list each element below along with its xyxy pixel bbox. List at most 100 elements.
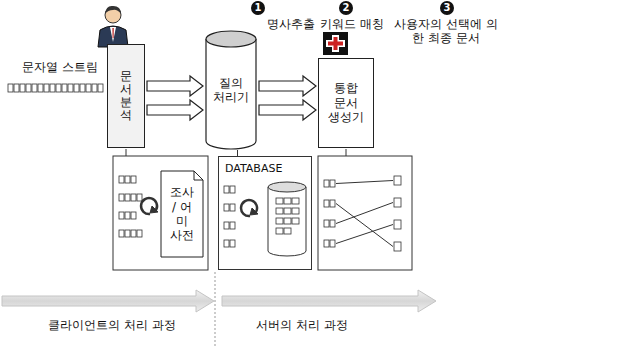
flow-arrow <box>147 76 203 96</box>
generator-box: 통합 문서 생성기 <box>318 58 374 148</box>
step-label: 사용자의 선택에 의한 최종 문서 <box>390 17 502 46</box>
mapping-line <box>336 181 393 247</box>
node-label: 조사 / 어미 사전 <box>169 185 195 243</box>
mapping-line <box>336 203 393 224</box>
cylinder-top <box>206 31 256 47</box>
token-squares <box>330 240 335 247</box>
stream-strip <box>32 84 37 92</box>
token-squares <box>125 194 130 201</box>
token-squares <box>394 220 401 229</box>
page-fold <box>194 171 203 180</box>
panel-leader <box>126 149 127 156</box>
database-cylinder <box>284 208 291 214</box>
panel-leader <box>346 149 347 156</box>
token-squares <box>125 230 130 237</box>
step-label: 키워드 매칭 <box>320 17 384 31</box>
database-cylinder <box>292 218 299 224</box>
flow-arrow <box>259 100 316 120</box>
database-cylinder <box>292 198 299 204</box>
flow-arrow <box>147 100 203 120</box>
stream-strip <box>38 84 43 92</box>
token-squares <box>230 204 235 211</box>
node-label: 문서 분석 <box>120 70 132 123</box>
token-squares <box>131 194 136 201</box>
mapping-line <box>336 225 393 244</box>
token-squares <box>131 176 136 183</box>
stream-strip <box>8 84 103 92</box>
database-cylinder <box>276 208 283 214</box>
token-squares <box>230 222 235 229</box>
database-cylinder <box>268 182 306 192</box>
token-squares <box>119 176 142 237</box>
database-cylinder <box>292 208 299 214</box>
stream-strip <box>92 84 97 92</box>
token-squares <box>324 240 329 247</box>
token-squares <box>324 180 329 187</box>
database-panel: DATABASE <box>218 156 312 270</box>
stream-strip <box>20 84 25 92</box>
stream-strip <box>50 84 55 92</box>
dictionary-page: 조사 / 어미 사전 <box>160 170 204 258</box>
database-cylinder <box>284 198 291 204</box>
mapping-line <box>336 181 393 184</box>
database-cylinder <box>284 228 291 234</box>
person-icon <box>98 6 128 47</box>
token-squares <box>330 180 335 187</box>
stream-strip <box>80 84 85 92</box>
database-cylinder <box>276 218 283 224</box>
server-panel <box>318 156 412 270</box>
stream-strip <box>86 84 91 92</box>
callout-number: 3 <box>440 1 454 15</box>
cycle-arrow <box>141 198 157 214</box>
token-squares <box>131 212 136 219</box>
token-squares <box>224 204 229 211</box>
stream-strip <box>26 84 31 92</box>
cycle-arrow <box>141 198 158 214</box>
stream-strip <box>74 84 79 92</box>
node-label: DATABASE <box>225 162 282 175</box>
stream-strip <box>62 84 67 92</box>
database-cylinder <box>268 182 306 256</box>
token-squares <box>324 176 401 251</box>
step-label: 명사추출 <box>267 17 315 31</box>
flow-arrow <box>259 76 316 96</box>
query-processor-cylinder: 질의 처리기 <box>205 30 257 150</box>
node-label: 통합 문서 생성기 <box>326 81 366 124</box>
stream-strip <box>98 84 103 92</box>
token-squares <box>119 212 124 219</box>
node-label: 질의 처리기 <box>211 76 251 105</box>
analysis-box: 문서 분석 <box>107 44 145 148</box>
database-cylinder <box>276 228 283 234</box>
token-squares <box>137 230 142 237</box>
client-panel <box>113 156 208 270</box>
process-label: 클라이언트의 처리 과정 <box>48 318 176 332</box>
token-squares <box>230 186 235 193</box>
token-squares <box>119 194 124 201</box>
stream-strip <box>56 84 61 92</box>
token-squares <box>394 242 401 251</box>
stream-strip <box>14 84 19 92</box>
process-arrow <box>222 290 436 312</box>
stream-strip <box>8 84 13 92</box>
token-squares <box>224 186 235 247</box>
token-squares <box>119 176 124 183</box>
divider-line <box>215 272 216 346</box>
stream-label: 문자열 스트림 <box>22 60 98 74</box>
page-body <box>161 171 203 257</box>
token-squares <box>394 198 401 207</box>
process-arrow <box>2 290 214 312</box>
database-cylinder <box>268 187 306 256</box>
token-squares <box>324 200 329 207</box>
database-cylinder <box>276 198 283 204</box>
token-squares <box>125 212 130 219</box>
database-cylinder <box>284 218 291 224</box>
token-squares <box>394 176 401 185</box>
panel-leader <box>126 149 346 156</box>
server-panel <box>318 156 412 270</box>
token-squares <box>324 220 329 227</box>
user-select-icon <box>323 32 348 55</box>
callout-number: 1 <box>251 1 265 15</box>
person-icon <box>112 28 113 38</box>
token-squares <box>224 186 229 193</box>
